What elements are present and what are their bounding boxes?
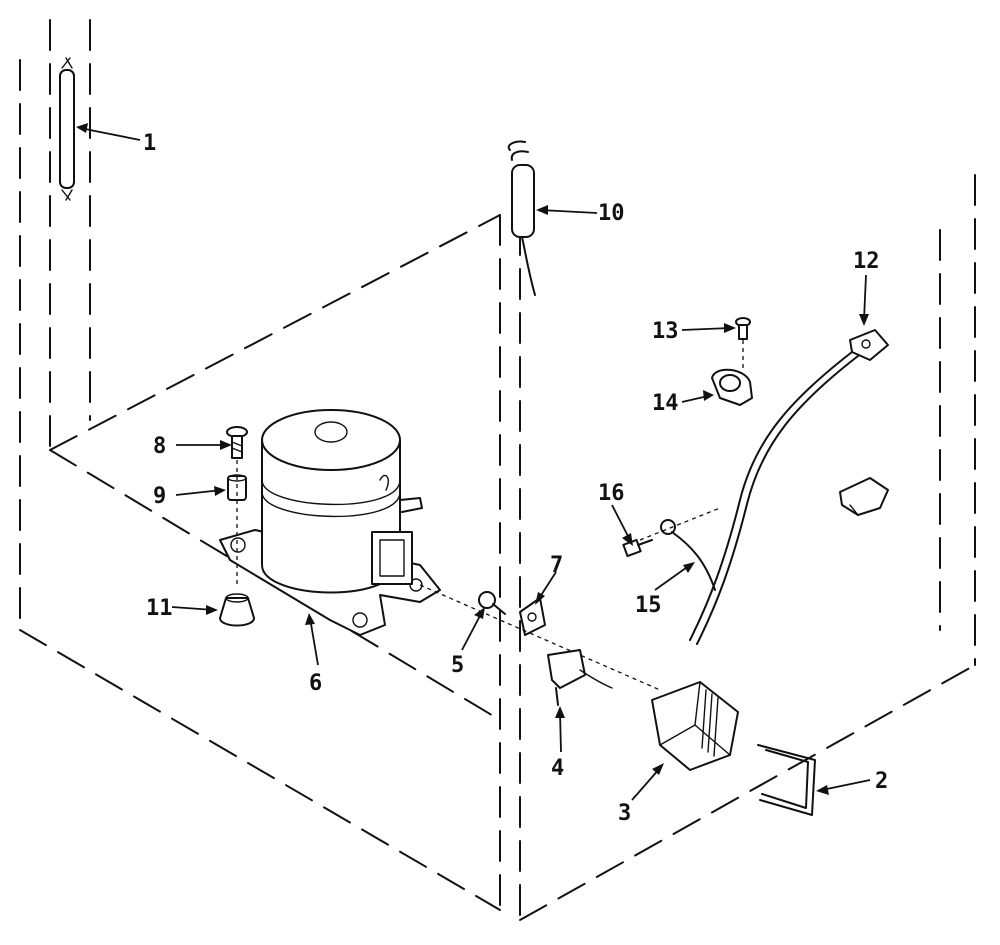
assembly-axis-2 <box>419 584 661 691</box>
bracket <box>839 477 889 516</box>
callout-15: 15 <box>635 593 662 618</box>
callout-8: 8 <box>153 434 166 459</box>
part-5-connector <box>478 591 506 615</box>
part-2-clip <box>757 744 816 816</box>
callout-13: 13 <box>652 319 679 344</box>
callout-5: 5 <box>451 653 464 678</box>
part-12-power-cord <box>689 329 889 645</box>
leader-lines <box>76 123 871 801</box>
callout-4: 4 <box>551 756 564 781</box>
callout-7: 7 <box>550 553 563 578</box>
part-6-compressor <box>219 409 441 636</box>
callout-6: 6 <box>309 671 322 696</box>
cabinet-frame <box>19 19 976 921</box>
callout-16: 16 <box>598 481 625 506</box>
part-4-relay <box>547 649 613 706</box>
part-14-clamp <box>711 368 753 406</box>
callout-9: 9 <box>153 484 166 509</box>
part-8-screw <box>226 426 248 459</box>
assembly-axis-4 <box>639 507 721 541</box>
part-11-grommet <box>219 593 255 627</box>
callout-labels: 1 2 3 4 5 6 7 8 9 10 11 12 13 14 15 16 <box>143 131 888 826</box>
part-7-gasket <box>519 597 546 636</box>
callout-10: 10 <box>598 201 625 226</box>
part-16-screw <box>622 538 653 558</box>
part-13-screw <box>735 317 751 340</box>
callout-11: 11 <box>146 596 173 621</box>
callout-3: 3 <box>618 801 631 826</box>
callout-1: 1 <box>143 131 156 156</box>
callout-14: 14 <box>652 391 679 416</box>
callout-12: 12 <box>853 249 880 274</box>
callout-2: 2 <box>875 769 888 794</box>
part-1-tube <box>59 57 75 201</box>
part-10-probe <box>507 140 536 296</box>
part-3-cover <box>651 681 739 771</box>
